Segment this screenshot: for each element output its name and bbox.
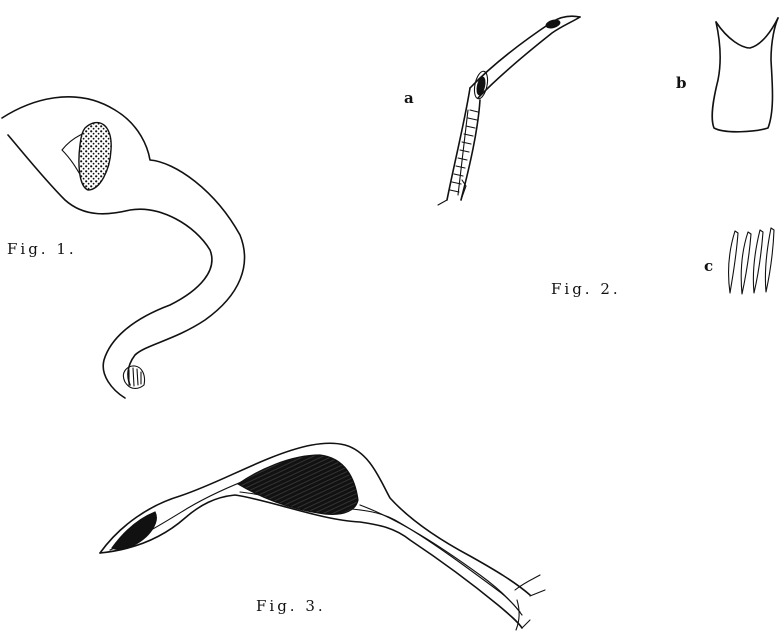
fig2-label: Fig. 2. [551, 280, 621, 298]
fig2b-drawing [712, 18, 778, 132]
fig2-panel-b: b [676, 74, 687, 92]
fig1-label: Fig. 1. [7, 240, 77, 258]
fig2c-drawing [729, 228, 774, 294]
fig2-panel-c: c [704, 257, 713, 275]
fig3-label: Fig. 3. [256, 597, 326, 615]
stippled-body [79, 123, 111, 190]
fig2a-drawing [438, 16, 580, 205]
fig2-panel-a: a [404, 89, 414, 107]
